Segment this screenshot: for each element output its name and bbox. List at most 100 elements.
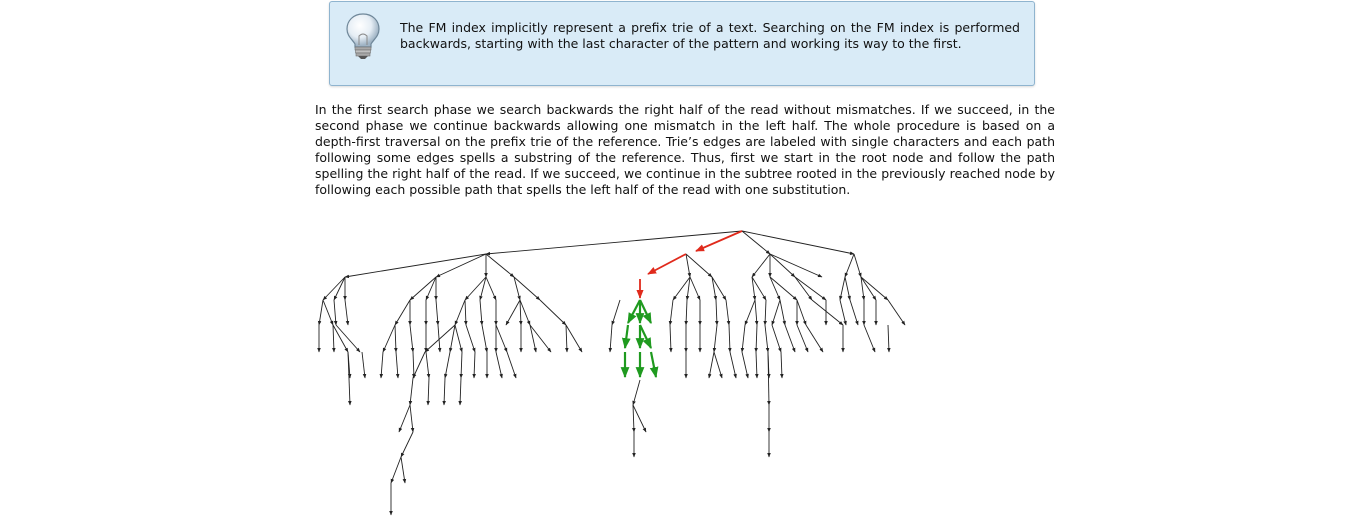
- trie-edge: [465, 324, 476, 353]
- trie-edge: [668, 299, 674, 326]
- trie-edge: [796, 299, 807, 326]
- trie-edge: [409, 324, 415, 353]
- trie-edge: [425, 351, 431, 379]
- trie-edge: [409, 276, 437, 301]
- trie-edge: [394, 299, 411, 326]
- trie-edge: [529, 324, 537, 353]
- tip-callout: The FM index implicitly represent a pref…: [329, 1, 1035, 86]
- trie-edge: [780, 351, 784, 379]
- trie-edge: [794, 276, 827, 301]
- trie-edge: [505, 299, 521, 326]
- trie-edge: [794, 276, 813, 301]
- trie-edge: [769, 276, 781, 301]
- trie-edge: [435, 253, 487, 278]
- description-paragraph: In the first search phase we search back…: [315, 102, 1055, 197]
- mismatch-edge: [627, 299, 641, 324]
- trie-edge: [317, 299, 324, 326]
- trie-edge: [711, 276, 718, 301]
- trie-edge: [860, 276, 877, 301]
- trie-edge: [448, 324, 456, 353]
- trie-edge: [485, 276, 497, 301]
- trie-edge: [454, 299, 466, 326]
- trie-edge: [437, 324, 442, 353]
- trie-edge: [408, 377, 414, 406]
- trie-edge: [519, 299, 523, 326]
- mismatch-edge: [639, 299, 652, 324]
- trie-edge: [506, 351, 517, 379]
- trie-edge: [769, 276, 798, 301]
- trie-edge: [395, 351, 400, 379]
- trie-edge: [454, 324, 463, 353]
- trie-edge: [495, 351, 503, 379]
- trie-edge: [459, 351, 463, 379]
- trie-edge: [464, 299, 468, 326]
- trie-edge: [751, 276, 757, 301]
- trie-edge: [632, 404, 636, 433]
- trie-edge: [472, 351, 476, 379]
- trie-edge: [707, 351, 715, 379]
- trie-edge: [347, 351, 352, 406]
- trie-edge: [751, 276, 767, 301]
- trie-edge: [332, 324, 349, 353]
- trie-edge: [779, 299, 786, 326]
- trie-edge: [767, 351, 771, 406]
- trie-edge: [424, 324, 456, 353]
- trie-edge: [519, 299, 531, 326]
- trie-edge: [464, 276, 487, 301]
- trie-edge: [379, 351, 384, 379]
- trie-edge: [513, 276, 541, 301]
- trie-edge: [796, 324, 809, 353]
- trie-edge: [860, 276, 866, 301]
- trie-edge: [398, 404, 411, 433]
- trie-edge: [390, 456, 402, 484]
- trie-edge: [863, 324, 876, 353]
- trie-edge: [712, 324, 718, 353]
- trie-edge: [741, 351, 749, 379]
- trie-edge: [839, 299, 847, 326]
- trie-edge: [764, 324, 770, 353]
- tip-text: The FM index implicitly represent a pref…: [400, 20, 1020, 51]
- mismatch-search-paths: [620, 299, 659, 379]
- trie-edge: [811, 299, 844, 326]
- trie-edge: [684, 299, 688, 326]
- trie-edge: [763, 299, 767, 326]
- trie-edge: [400, 456, 407, 484]
- trie-edge: [425, 276, 437, 301]
- trie-edge: [442, 377, 446, 406]
- trie-edge: [784, 324, 796, 353]
- exact-match-path: [636, 230, 743, 299]
- trie-edge: [689, 276, 701, 301]
- trie-edge: [713, 351, 723, 379]
- trie-edge: [754, 299, 759, 326]
- trie-edge: [344, 299, 350, 326]
- trie-edge: [769, 253, 796, 278]
- trie-edge: [412, 351, 426, 379]
- trie-edge: [839, 276, 846, 301]
- trie-edge: [361, 351, 367, 379]
- trie-edge: [513, 276, 521, 301]
- trie-edge: [887, 299, 906, 326]
- trie-edge: [754, 324, 758, 353]
- trie-edge: [565, 324, 583, 353]
- trie-edge: [435, 299, 440, 326]
- trie-edge: [741, 230, 855, 255]
- trie-edge: [611, 299, 621, 326]
- trie-edge: [740, 324, 746, 353]
- trie-edge: [729, 351, 737, 379]
- trie-edge: [769, 253, 823, 278]
- trie-edge: [479, 276, 487, 301]
- trie-edge: [481, 324, 489, 353]
- trie-edge: [669, 324, 673, 353]
- trie-edge: [685, 276, 691, 301]
- trie-edge: [539, 299, 567, 326]
- trie-edge: [565, 324, 569, 353]
- trie-edge: [711, 276, 727, 301]
- trie-edge: [853, 253, 862, 278]
- trie-edge: [771, 324, 782, 353]
- trie-edge: [844, 253, 855, 278]
- trie-edge: [751, 253, 771, 278]
- trie-edge: [632, 379, 641, 406]
- trie-edge: [755, 351, 759, 379]
- trie-edge: [479, 299, 484, 326]
- trie-edges: [317, 230, 906, 516]
